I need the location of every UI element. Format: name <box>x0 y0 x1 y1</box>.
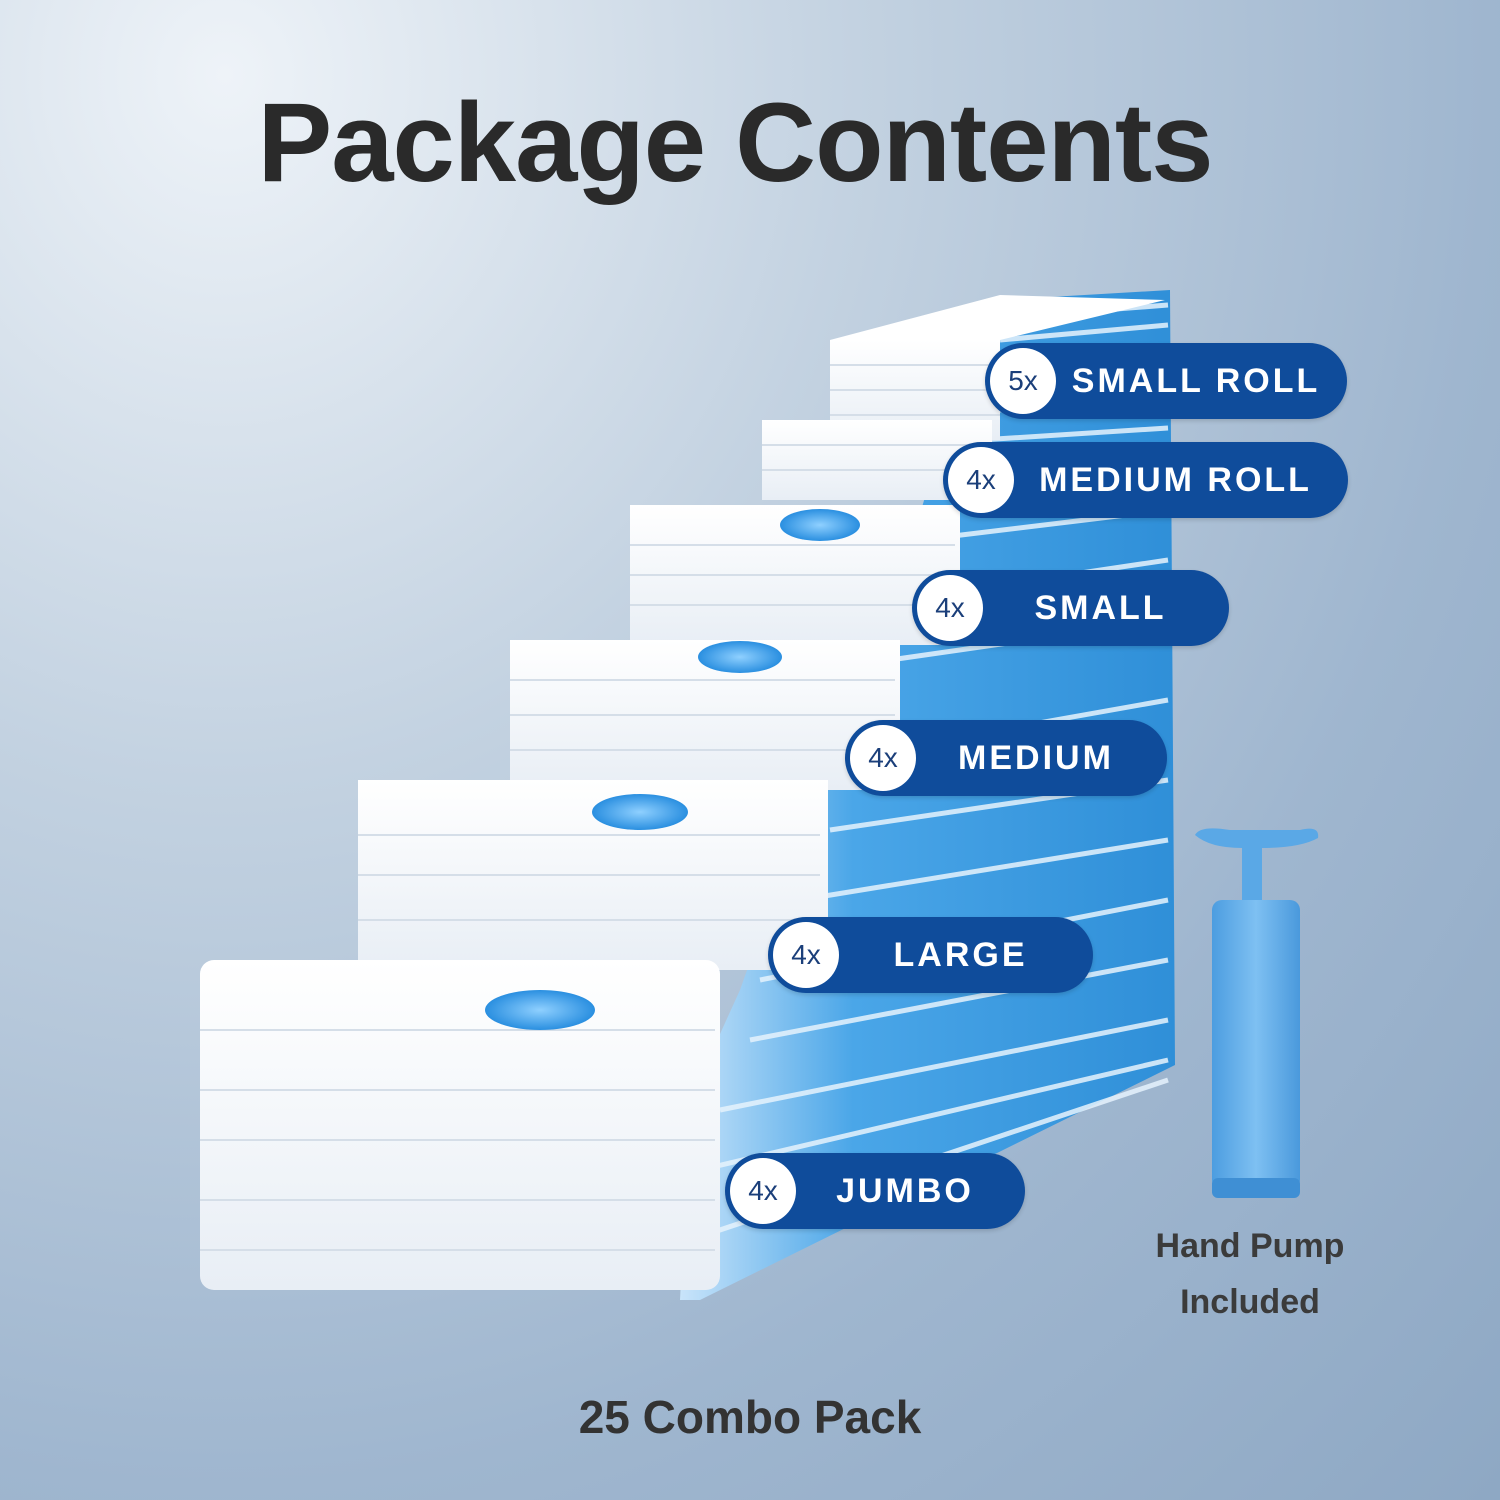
item-label: MEDIUM <box>958 738 1114 777</box>
item-label: MEDIUM ROLL <box>1039 460 1312 499</box>
valve-icon <box>485 990 595 1030</box>
pump-caption-line2: Included <box>1180 1283 1320 1321</box>
badge-medium: 4x MEDIUM <box>845 720 1167 796</box>
item-label: SMALL <box>1034 588 1167 627</box>
badge-large: 4x LARGE <box>768 917 1093 993</box>
hand-pump-icon <box>1195 828 1319 1198</box>
item-label: JUMBO <box>836 1171 974 1210</box>
valve-icon <box>592 794 688 830</box>
quantity-badge: 4x <box>730 1158 796 1224</box>
page-title: Package Contents <box>257 80 1214 205</box>
quantity-badge: 4x <box>948 447 1014 513</box>
valve-icon <box>780 509 860 541</box>
pump-caption-line1: Hand Pump <box>1155 1227 1345 1265</box>
badge-small: 4x SMALL <box>912 570 1229 646</box>
quantity-badge: 4x <box>773 922 839 988</box>
item-label: LARGE <box>893 935 1028 974</box>
quantity-badge: 4x <box>850 725 916 791</box>
badge-jumbo: 4x JUMBO <box>725 1153 1025 1229</box>
pack-count-label: 25 Combo Pack <box>578 1391 922 1443</box>
badge-small-roll: 5x SMALL ROLL <box>985 343 1347 419</box>
valve-icon <box>698 641 782 673</box>
badge-medium-roll: 4x MEDIUM ROLL <box>943 442 1348 518</box>
pump-caption: Hand Pump Included <box>1120 1218 1380 1330</box>
quantity-badge: 4x <box>917 575 983 641</box>
quantity-badge: 5x <box>990 348 1056 414</box>
item-label: SMALL ROLL <box>1071 361 1321 400</box>
